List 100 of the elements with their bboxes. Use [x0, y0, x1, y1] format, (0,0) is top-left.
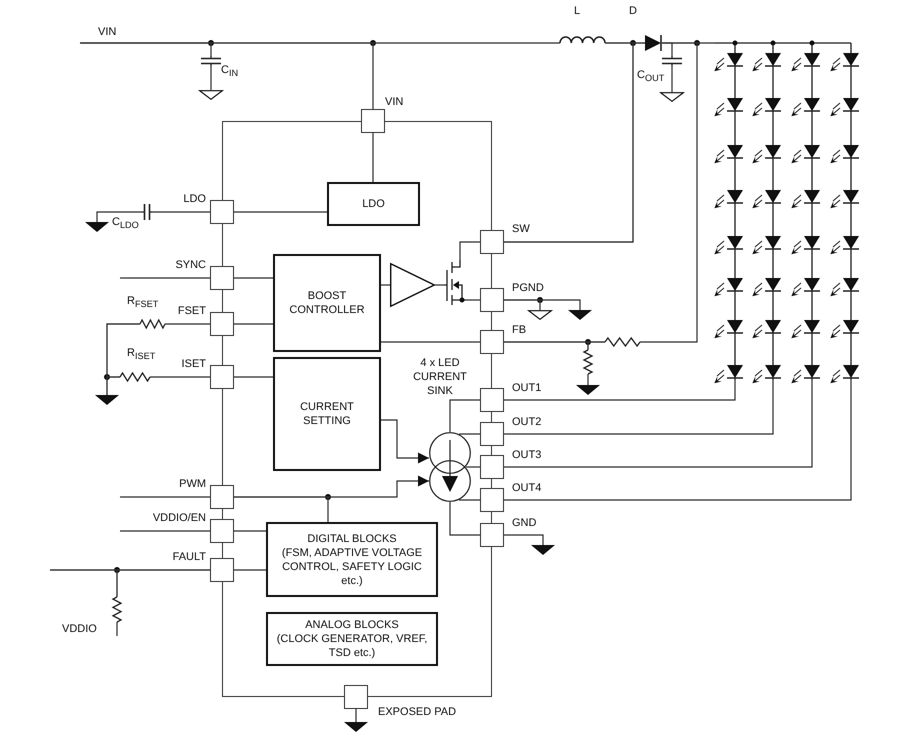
pin-pad	[210, 200, 234, 224]
wire	[587, 341, 605, 350]
current-source-symbol	[429, 432, 471, 502]
ground-symbol	[95, 395, 119, 405]
wire	[372, 133, 374, 182]
pin-pad	[480, 422, 504, 446]
wire	[210, 66, 212, 90]
wire	[234, 530, 266, 532]
pin-pad	[480, 455, 504, 479]
wire	[120, 277, 210, 279]
pin-name: PWM	[179, 477, 206, 491]
pin-pad	[210, 312, 234, 336]
block-text: (CLOCK GENERATOR, VREF, TSD etc.)	[276, 632, 428, 660]
function-block	[327, 182, 420, 226]
wire	[120, 530, 210, 532]
wire	[50, 569, 118, 597]
wire	[234, 376, 273, 378]
wire	[150, 376, 210, 378]
pin-pad	[210, 266, 234, 290]
pin-name: VDDIO/EN	[152, 511, 206, 525]
capacitor-symbol	[142, 204, 152, 220]
ground-symbol	[85, 222, 109, 232]
wire	[234, 277, 273, 279]
block-title: LDO	[362, 197, 385, 211]
wire	[459, 499, 480, 501]
net-label: VIN	[98, 25, 116, 39]
wire	[459, 241, 480, 260]
pin-name: OUT2	[512, 415, 542, 429]
pin-name: LDO	[183, 192, 206, 206]
pin-pad	[480, 388, 504, 412]
pin-pad	[480, 230, 504, 254]
block-title: CURRENT SETTING	[299, 400, 355, 428]
wire	[120, 496, 210, 498]
pin-pad	[344, 685, 368, 709]
resistor-symbol	[120, 372, 150, 382]
wire	[96, 211, 142, 222]
wire	[234, 211, 327, 213]
wire	[381, 341, 480, 343]
pin-pad	[210, 558, 234, 582]
component-label: D	[629, 4, 637, 18]
component-label: R$_{FSET}$	[127, 294, 158, 312]
wire	[80, 42, 560, 44]
pin-pad	[210, 519, 234, 543]
pin-name: FAULT	[172, 550, 206, 564]
ground-symbol	[576, 385, 600, 395]
component-label: L	[574, 4, 580, 18]
function-block	[273, 254, 381, 352]
component-label: C$_{LDO}$	[112, 215, 139, 232]
wire	[466, 299, 480, 301]
wire	[355, 709, 357, 722]
resistor-symbol	[112, 597, 122, 622]
wire	[234, 323, 273, 325]
diode-symbol	[645, 35, 662, 51]
ground-symbol	[344, 722, 368, 732]
pin-name: OUT1	[512, 381, 542, 395]
ground-symbol	[199, 90, 223, 100]
wire	[435, 284, 445, 286]
function-block	[266, 612, 438, 666]
block-title: BOOST CONTROLLER	[288, 289, 366, 317]
ground-symbol	[660, 92, 684, 102]
wire	[504, 299, 581, 310]
pin-name: OUT3	[512, 448, 542, 462]
pin-pad	[361, 109, 385, 133]
chip-outline	[222, 121, 492, 697]
net-label: VDDIO	[62, 622, 97, 636]
pin-name: VIN	[385, 95, 404, 109]
pin-name: EXPOSED PAD	[378, 705, 456, 719]
wire	[449, 502, 480, 536]
wire	[504, 534, 544, 545]
wire	[165, 323, 210, 325]
ground-symbol	[568, 310, 592, 320]
pin-pad	[210, 485, 234, 509]
pin-name: SW	[512, 222, 530, 236]
wire	[640, 42, 698, 343]
ground-symbol	[531, 545, 555, 555]
wire	[504, 380, 736, 401]
block-text: (FSM, ADAPTIVE VOLTAGE CONTROL, SAFETY LOGIC etc.)	[280, 546, 424, 588]
pin-name: FSET	[178, 304, 206, 318]
pin-pad	[480, 330, 504, 354]
wire	[504, 380, 774, 435]
pin-name: SYNC	[175, 258, 206, 272]
function-block	[273, 357, 381, 471]
wire	[152, 211, 210, 213]
capacitor-symbol	[201, 56, 221, 66]
wire	[449, 399, 480, 432]
component-label: C$_{IN}$	[221, 63, 238, 80]
component-label: R$_{ISET}$	[127, 346, 156, 364]
amplifier-symbol	[390, 263, 435, 307]
wire	[234, 569, 266, 571]
wire	[504, 380, 813, 468]
block-title: ANALOG BLOCKS	[305, 618, 399, 632]
pin-name: PGND	[512, 281, 544, 295]
inductor-symbol	[560, 36, 605, 44]
pin-pad	[480, 488, 504, 512]
pin-pad	[480, 288, 504, 312]
wire	[234, 496, 329, 522]
pin-name: GND	[512, 516, 536, 530]
component-label: C$_{OUT}$	[637, 68, 664, 86]
block-title: DIGITAL BLOCKS	[307, 532, 397, 546]
pin-pad	[210, 365, 234, 389]
